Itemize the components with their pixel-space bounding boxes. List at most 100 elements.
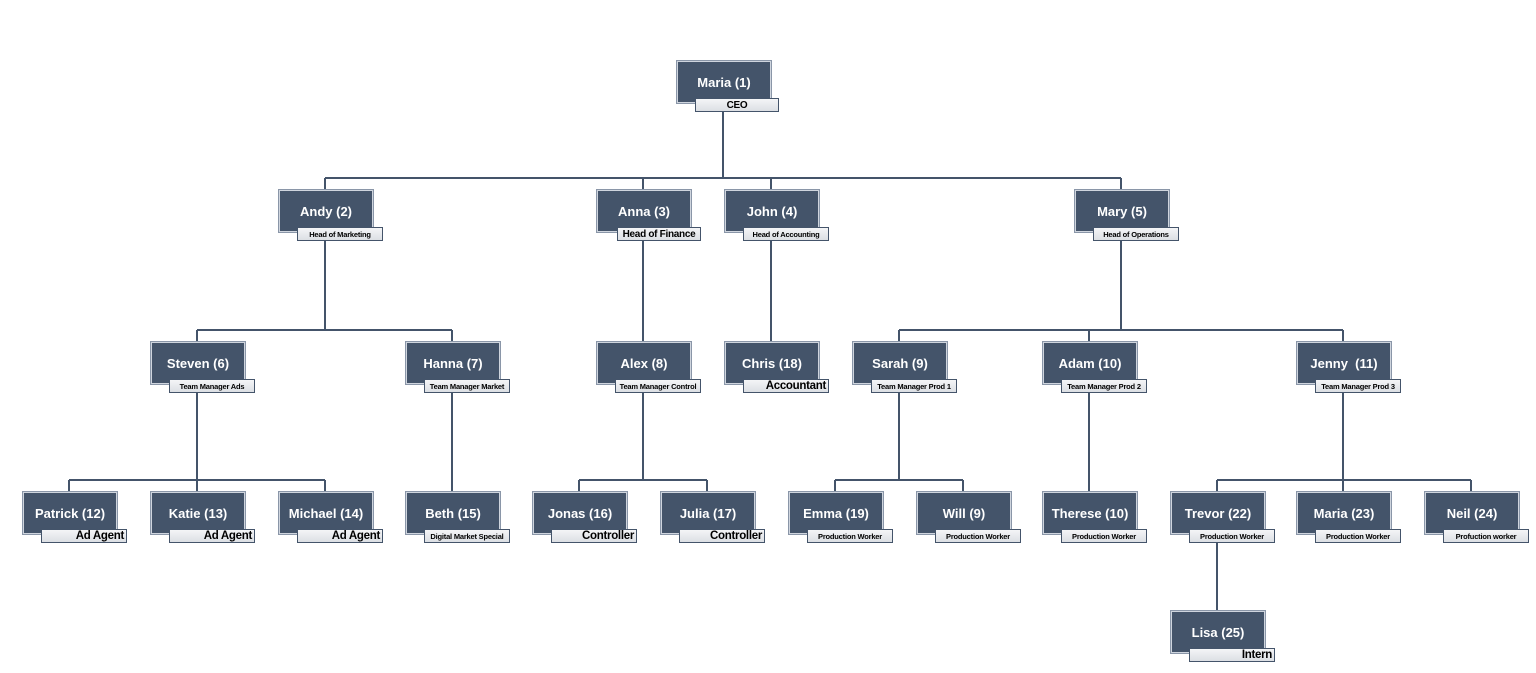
node-title: Ad Agent <box>169 529 255 543</box>
node-title: Production Worker <box>1315 529 1401 543</box>
node-name: Emma (19) <box>803 505 869 521</box>
node-name: Lisa (25) <box>1191 624 1245 640</box>
node-box: Patrick (12) <box>23 492 117 534</box>
node-title: Ad Agent <box>41 529 127 543</box>
node-title: Team Manager Prod 2 <box>1061 379 1147 393</box>
node-title: Head of Finance <box>617 227 701 241</box>
node-title: Production Worker <box>935 529 1021 543</box>
org-node: Lisa (25) Intern <box>1171 611 1275 662</box>
node-name: Katie (13) <box>168 505 228 521</box>
node-title: Profuction worker <box>1443 529 1529 543</box>
org-node: Neil (24) Profuction worker <box>1425 492 1529 543</box>
node-name: Michael (14) <box>288 505 364 521</box>
node-box: Alex (8) <box>597 342 691 384</box>
node-name: Hanna (7) <box>423 355 483 371</box>
node-name: John (4) <box>746 203 798 219</box>
node-name: Neil (24) <box>1446 505 1498 521</box>
org-node: Beth (15)Digital Market Special <box>406 492 510 543</box>
node-title: Team Manager Prod 1 <box>871 379 957 393</box>
node-box: Adam (10) <box>1043 342 1137 384</box>
node-name: Steven (6) <box>166 355 230 371</box>
org-node: Katie (13) Ad Agent <box>151 492 255 543</box>
node-box: Trevor (22) <box>1171 492 1265 534</box>
node-title: Team Manager Market <box>424 379 510 393</box>
node-box: Hanna (7) <box>406 342 500 384</box>
org-node: Jenny (11)Team Manager Prod 3 <box>1297 342 1401 393</box>
org-node: Michael (14) Ad Agent <box>279 492 383 543</box>
org-node: Emma (19) Production Worker <box>789 492 893 543</box>
node-box: Mary (5) <box>1075 190 1169 232</box>
node-title: Team Manager Ads <box>169 379 255 393</box>
org-node: Sarah (9) Team Manager Prod 1 <box>853 342 957 393</box>
org-node: Adam (10) Team Manager Prod 2 <box>1043 342 1147 393</box>
node-box: Maria (1) <box>677 61 771 103</box>
node-name: Trevor (22) <box>1184 505 1252 521</box>
node-box: Andy (2) <box>279 190 373 232</box>
node-title: Accountant <box>743 379 829 393</box>
node-title: Controller <box>551 529 637 543</box>
org-node: Jonas (16) Controller <box>533 492 637 543</box>
org-node: Trevor (22) Production Worker <box>1171 492 1275 543</box>
org-node: Maria (23) Production Worker <box>1297 492 1401 543</box>
node-name: Maria (1) <box>697 74 751 90</box>
node-box: Jenny (11) <box>1297 342 1391 384</box>
node-box: Steven (6) <box>151 342 245 384</box>
node-name: Chris (18) <box>742 355 802 371</box>
org-node: Maria (1) CEO <box>677 61 779 112</box>
node-title: Production Worker <box>1189 529 1275 543</box>
org-node: John (4) Head of Accounting <box>725 190 829 241</box>
org-node: Steven (6) Team Manager Ads <box>151 342 255 393</box>
node-name: Adam (10) <box>1058 355 1122 371</box>
node-box: Jonas (16) <box>533 492 627 534</box>
node-box: Sarah (9) <box>853 342 947 384</box>
node-box: Neil (24) <box>1425 492 1519 534</box>
node-box: Maria (23) <box>1297 492 1391 534</box>
node-title: Production Worker <box>807 529 893 543</box>
org-node: Mary (5) Head of Operations <box>1075 190 1179 241</box>
node-box: Anna (3) <box>597 190 691 232</box>
node-title: CEO <box>695 98 779 112</box>
node-title: Intern <box>1189 648 1275 662</box>
node-box: Michael (14) <box>279 492 373 534</box>
node-name: Alex (8) <box>620 355 668 371</box>
org-node: Andy (2) Head of Marketing <box>279 190 383 241</box>
node-box: Julia (17) <box>661 492 755 534</box>
node-name: Julia (17) <box>679 505 737 521</box>
node-title: Controller <box>679 529 765 543</box>
node-box: Will (9) <box>917 492 1011 534</box>
org-node: Anna (3) Head of Finance <box>597 190 701 241</box>
org-node: Chris (18) Accountant <box>725 342 829 393</box>
node-title: Ad Agent <box>297 529 383 543</box>
node-title: Digital Market Special <box>424 529 510 543</box>
node-title: Team Manager Control <box>615 379 701 393</box>
node-name: Jenny (11) <box>1310 355 1378 371</box>
node-name: Mary (5) <box>1097 203 1147 219</box>
node-box: John (4) <box>725 190 819 232</box>
node-title: Head of Operations <box>1093 227 1179 241</box>
node-title: Head of Marketing <box>297 227 383 241</box>
node-name: Therese (10) <box>1051 505 1129 521</box>
node-name: Andy (2) <box>300 203 352 219</box>
org-node: Hanna (7) Team Manager Market <box>406 342 510 393</box>
node-box: Katie (13) <box>151 492 245 534</box>
org-node: Will (9) Production Worker <box>917 492 1021 543</box>
node-name: Maria (23) <box>1313 505 1375 521</box>
node-box: Chris (18) <box>725 342 819 384</box>
node-name: Patrick (12) <box>34 505 106 521</box>
node-name: Will (9) <box>942 505 986 521</box>
org-node: Therese (10) Production Worker <box>1043 492 1147 543</box>
org-node: Patrick (12) Ad Agent <box>23 492 127 543</box>
org-node: Julia (17) Controller <box>661 492 765 543</box>
node-box: Beth (15) <box>406 492 500 534</box>
node-name: Anna (3) <box>618 203 670 219</box>
node-box: Emma (19) <box>789 492 883 534</box>
node-box: Lisa (25) <box>1171 611 1265 653</box>
node-title: Production Worker <box>1061 529 1147 543</box>
node-box: Therese (10) <box>1043 492 1137 534</box>
node-name: Jonas (16) <box>547 505 613 521</box>
org-node: Alex (8) Team Manager Control <box>597 342 701 393</box>
node-name: Sarah (9) <box>872 355 928 371</box>
node-title: Head of Accounting <box>743 227 829 241</box>
